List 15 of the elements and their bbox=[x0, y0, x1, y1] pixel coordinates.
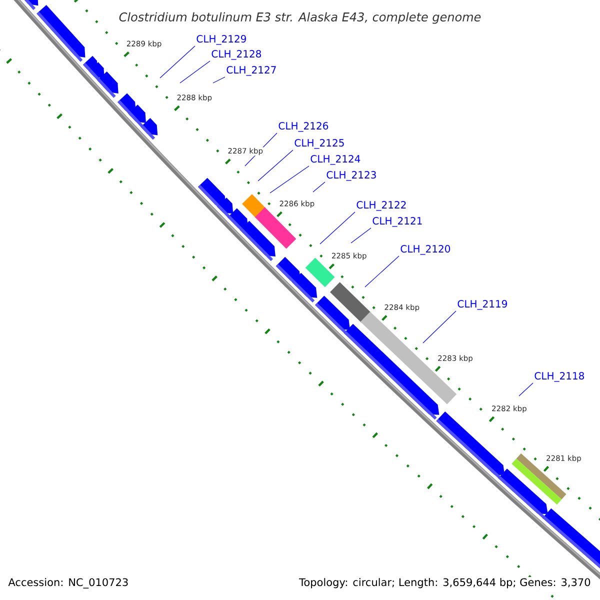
gene-label: CLH_2126 bbox=[278, 122, 328, 132]
info-text: Accession: NC_010723 bbox=[8, 578, 128, 588]
gene-label: CLH_2119 bbox=[458, 300, 508, 310]
gene-label: CLH_2120 bbox=[400, 245, 450, 255]
gene-label: CLH_2121 bbox=[372, 217, 422, 227]
gene-label: CLH_2128 bbox=[212, 50, 262, 60]
info-text: Topology: circular; Length: 3,659,644 bp; Genes: 3,370 bbox=[299, 578, 590, 588]
gene-label: CLH_2118 bbox=[534, 372, 584, 382]
gene-label: CLH_2129 bbox=[196, 35, 246, 45]
gene-label: CLH_2124 bbox=[310, 155, 360, 165]
title: Clostridium botulinum E3 str. Alaska E43, complete genome bbox=[119, 12, 481, 24]
gene-label: CLH_2123 bbox=[326, 171, 376, 181]
gene-label: CLH_2127 bbox=[226, 66, 276, 76]
gene-label: CLH_2122 bbox=[356, 201, 406, 211]
gene-label: CLH_2125 bbox=[294, 139, 344, 149]
